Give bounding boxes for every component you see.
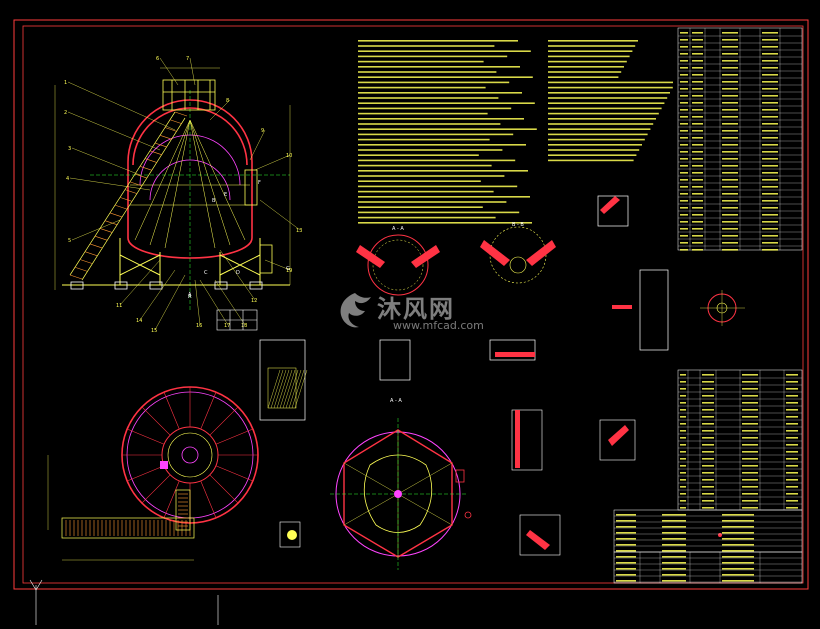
callout-number: 6 bbox=[156, 56, 159, 62]
detail-sections-bottom bbox=[279, 409, 722, 556]
callout-number: 16 bbox=[196, 323, 202, 329]
parts-table-text bbox=[616, 32, 798, 582]
callout-number: 10 bbox=[286, 153, 292, 159]
callout-number: 15 bbox=[151, 328, 157, 334]
callout-number: 11 bbox=[116, 303, 122, 309]
callout-number: 3 bbox=[68, 146, 71, 152]
callout-number: 1 bbox=[64, 80, 67, 86]
section-letter: D bbox=[236, 270, 240, 276]
ucs-axis-icon bbox=[29, 579, 219, 625]
callout-number: 5 bbox=[68, 238, 71, 244]
callout-number: 7 bbox=[186, 56, 189, 62]
callout-number: 18 bbox=[241, 323, 247, 329]
parts-table-grid bbox=[614, 28, 802, 583]
view-label-plan-section: A - A bbox=[390, 398, 402, 404]
callout-number: 4 bbox=[66, 176, 69, 182]
callout-number: 8 bbox=[226, 98, 229, 104]
hexagonal-section-view bbox=[330, 418, 466, 570]
callout-number: 13 bbox=[296, 228, 302, 234]
callout-number: 17 bbox=[224, 323, 230, 329]
view-label-detail-a: A - A bbox=[392, 226, 404, 232]
section-letter: A bbox=[188, 294, 192, 300]
callout-number: 2 bbox=[64, 110, 67, 116]
detail-sections-top bbox=[259, 195, 745, 421]
tank-plan-view bbox=[47, 386, 259, 561]
callout-number: 9 bbox=[261, 128, 264, 134]
section-letter: G bbox=[286, 266, 290, 272]
section-letter: F bbox=[258, 180, 261, 186]
callout-number: 19 bbox=[286, 268, 292, 274]
notes-text bbox=[358, 40, 673, 224]
view-label-detail-b: B - B bbox=[512, 222, 524, 228]
callout-number: 14 bbox=[136, 318, 142, 324]
section-letter: B bbox=[212, 198, 216, 204]
section-letter: C bbox=[204, 270, 208, 276]
drawing-frame bbox=[13, 19, 809, 590]
section-letter: E bbox=[224, 192, 227, 198]
callout-number: 12 bbox=[251, 298, 257, 304]
view-label-elevation-section: A bbox=[188, 292, 192, 298]
